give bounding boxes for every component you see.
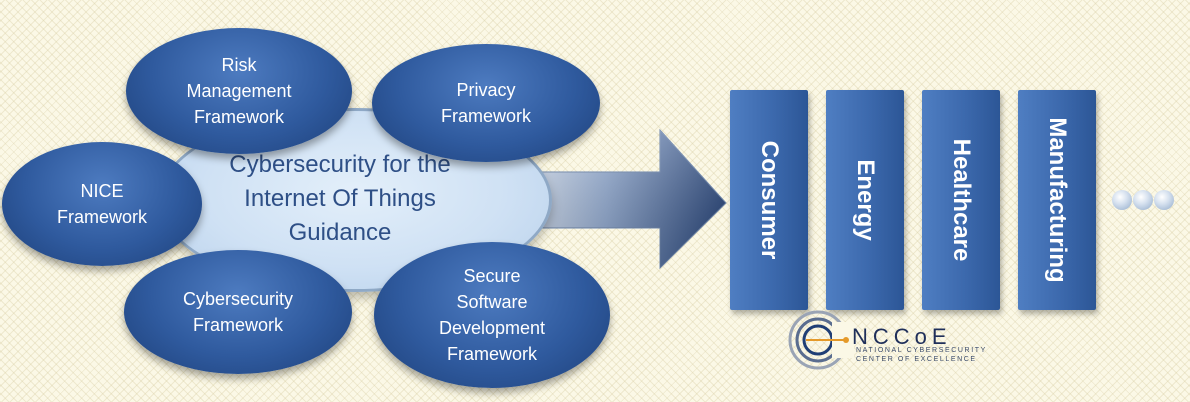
nccoe-wordmark: NCCoE — [852, 324, 952, 349]
bubble-label-line: Software — [456, 292, 528, 312]
nccoe-subtitle: NATIONAL CYBERSECURITY CENTER OF EXCELLE… — [856, 346, 987, 364]
nccoe-subtitle-line-2: CENTER OF EXCELLENCE — [856, 356, 977, 363]
center-title: Cybersecurity for the Internet Of Things… — [190, 148, 490, 250]
center-title-line-3: Guidance — [288, 219, 392, 246]
dot — [1154, 190, 1174, 210]
bubble-risk-management-framework: Risk Management Framework — [126, 28, 352, 154]
bubble-label-line: Development — [438, 318, 546, 338]
bubble-label-line: Cybersecurity — [182, 289, 294, 309]
dot — [1133, 190, 1153, 210]
sector-column-manufacturing: Manufacturing — [1018, 90, 1096, 310]
bubble-label-line: Framework — [446, 344, 537, 364]
bubble-label-line: Risk — [221, 55, 257, 75]
bubble-label-line: NICE — [80, 181, 124, 201]
bubble-label-line: Framework — [440, 106, 531, 126]
sector-column-energy: Energy — [826, 90, 904, 310]
bubble-secure-software-development-framework: Secure Software Development Framework — [374, 242, 610, 388]
bubble-label-line: Secure — [463, 266, 521, 286]
bubble-label-line: Framework — [192, 315, 283, 335]
bubble-label-line: Management — [186, 81, 292, 101]
bubble-label-line: Framework — [193, 107, 284, 127]
bubble-cybersecurity-framework: Cybersecurity Framework — [124, 250, 352, 374]
sector-column-healthcare: Healthcare — [922, 90, 1000, 310]
bubble-nice-framework: NICE Framework — [2, 142, 202, 266]
nccoe-subtitle-line-1: NATIONAL CYBERSECURITY — [856, 347, 987, 354]
bubble-label-line: Privacy — [456, 80, 516, 100]
bubble-privacy-framework: Privacy Framework — [372, 44, 600, 162]
center-title-line-2: Internet Of Things — [244, 185, 436, 212]
sector-column-consumer: Consumer — [730, 90, 808, 310]
dot — [1112, 190, 1132, 210]
bubble-label-line: Framework — [56, 207, 147, 227]
more-sectors-ellipsis-icon — [1112, 190, 1174, 212]
center-title-line-1: Cybersecurity for the — [229, 151, 451, 178]
